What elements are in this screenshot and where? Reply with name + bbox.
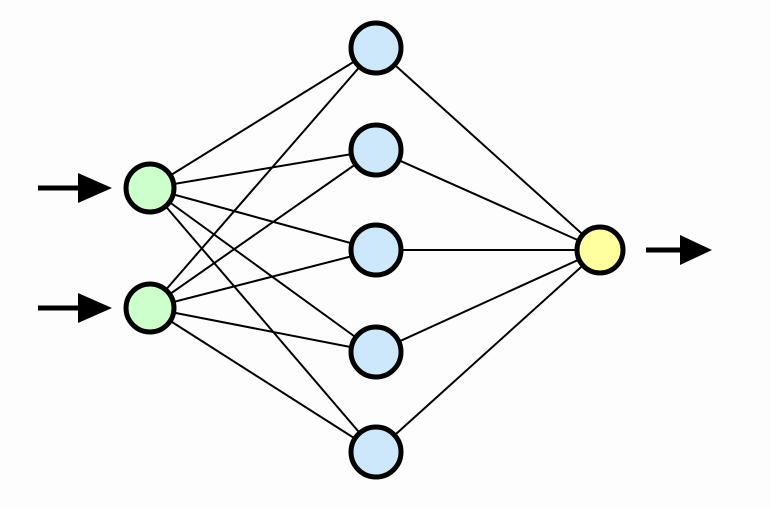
input-node-2[interactable] bbox=[123, 281, 177, 335]
edge-i2-h1 bbox=[149, 47, 377, 309]
input-arrow-1-head-icon bbox=[78, 173, 112, 203]
hidden-node-1[interactable] bbox=[348, 20, 404, 76]
edge-i1-h1 bbox=[149, 47, 377, 189]
input-arrow-2-head-icon bbox=[78, 293, 112, 323]
nodes-group bbox=[123, 20, 626, 480]
edge-i2-h4 bbox=[149, 307, 377, 353]
edge-h5-o1 bbox=[375, 249, 601, 453]
edge-i1-h3 bbox=[149, 187, 377, 251]
output-arrow-1-head-icon bbox=[680, 235, 712, 265]
edge-i2-h5 bbox=[149, 307, 377, 453]
edges-group bbox=[149, 47, 601, 453]
edge-h1-o1 bbox=[375, 47, 601, 251]
edge-h2-o1 bbox=[375, 149, 601, 251]
output-node-1[interactable] bbox=[574, 224, 626, 276]
edge-i1-h5 bbox=[149, 187, 377, 453]
hidden-node-2[interactable] bbox=[348, 122, 404, 178]
edge-i1-h4 bbox=[149, 187, 377, 353]
io-arrows-group bbox=[38, 173, 712, 323]
input-arrow-1 bbox=[38, 173, 112, 203]
edge-i2-h2 bbox=[149, 149, 377, 309]
hidden-node-3[interactable] bbox=[348, 222, 404, 278]
edge-h4-o1 bbox=[375, 249, 601, 353]
input-node-1[interactable] bbox=[123, 161, 177, 215]
output-arrow-1 bbox=[646, 235, 712, 265]
hidden-node-5[interactable] bbox=[348, 424, 404, 480]
edge-i2-h3 bbox=[149, 249, 377, 309]
edge-i1-h2 bbox=[149, 149, 377, 189]
input-arrow-2 bbox=[38, 293, 112, 323]
hidden-node-4[interactable] bbox=[348, 324, 404, 380]
